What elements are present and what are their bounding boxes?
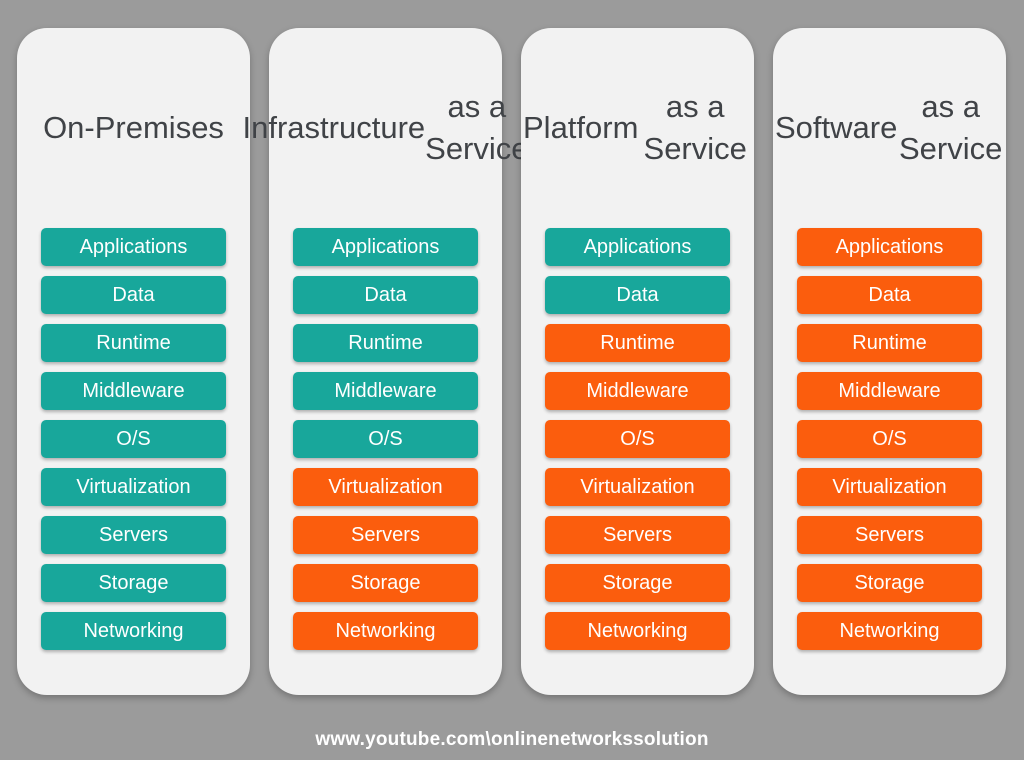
layer-virtualization: Virtualization [797, 468, 982, 506]
column-title-line: Platform [523, 110, 639, 145]
column-title-line: On-Premises [43, 110, 224, 145]
column-title-line: Infrastructure [242, 110, 426, 145]
layer-middleware: Middleware [797, 372, 982, 410]
layer-applications: Applications [293, 228, 478, 266]
column-title-line: as a Service [643, 89, 747, 166]
footer-channel-url: www.youtube.com\onlinenetworkssolution [315, 729, 709, 750]
layer-virtualization: Virtualization [293, 468, 478, 506]
column-title-on-premises: On-Premises [17, 28, 250, 228]
layer-data: Data [41, 276, 226, 314]
layer-networking: Networking [545, 612, 730, 650]
layer-servers: Servers [41, 516, 226, 554]
layer-virtualization: Virtualization [41, 468, 226, 506]
layer-o-s: O/S [293, 420, 478, 458]
layer-networking: Networking [41, 612, 226, 650]
column-title-line: as a Service [425, 89, 529, 166]
column-title-line: as a Service [898, 89, 1003, 166]
layer-data: Data [797, 276, 982, 314]
layer-data: Data [293, 276, 478, 314]
layer-o-s: O/S [545, 420, 730, 458]
layer-middleware: Middleware [41, 372, 226, 410]
layer-applications: Applications [41, 228, 226, 266]
layer-o-s: O/S [41, 420, 226, 458]
layer-servers: Servers [797, 516, 982, 554]
layer-runtime: Runtime [797, 324, 982, 362]
layer-servers: Servers [545, 516, 730, 554]
layer-networking: Networking [293, 612, 478, 650]
layer-networking: Networking [797, 612, 982, 650]
layer-applications: Applications [545, 228, 730, 266]
layer-virtualization: Virtualization [545, 468, 730, 506]
layer-storage: Storage [797, 564, 982, 602]
layer-servers: Servers [293, 516, 478, 554]
layer-runtime: Runtime [293, 324, 478, 362]
layer-storage: Storage [41, 564, 226, 602]
layer-storage: Storage [545, 564, 730, 602]
layer-data: Data [545, 276, 730, 314]
layer-middleware: Middleware [545, 372, 730, 410]
column-title-line: Software [775, 110, 898, 145]
layer-runtime: Runtime [41, 324, 226, 362]
layer-applications: Applications [797, 228, 982, 266]
layer-middleware: Middleware [293, 372, 478, 410]
layer-storage: Storage [293, 564, 478, 602]
layer-runtime: Runtime [545, 324, 730, 362]
layer-o-s: O/S [797, 420, 982, 458]
